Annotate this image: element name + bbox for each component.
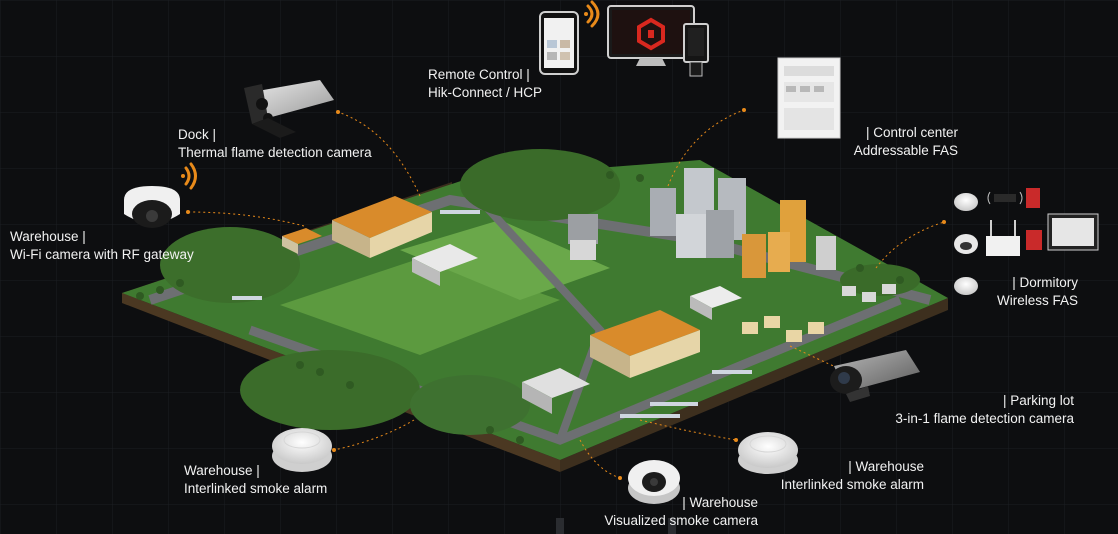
towers-grey [568, 168, 746, 260]
phone-icon [539, 11, 579, 75]
label-control-center-line2: Addressable FAS [853, 143, 958, 158]
parked-cars [232, 210, 752, 418]
hik-logo-icon [637, 17, 665, 51]
connector-control [667, 109, 745, 187]
label-warehouse-wifi-line2: Wi-Fi camera with RF gateway [10, 247, 194, 262]
small-warehouse [282, 228, 322, 254]
label-smoke-left-line2: Interlinked smoke alarm [184, 481, 328, 496]
wifi-turret-camera-icon [124, 186, 180, 228]
label-smoke-right-line2: Interlinked smoke alarm [780, 477, 924, 492]
wireless-gateway-icon [986, 220, 1020, 256]
platform-side-right [560, 298, 948, 472]
label-control-center: | Control center Addressable FAS [854, 124, 958, 160]
warehouse-front [590, 310, 700, 378]
hill-front-left [240, 350, 420, 430]
connector-parking [789, 345, 839, 369]
connector-dormitory [875, 221, 945, 269]
smoke-alarm-left-icon [272, 428, 332, 472]
label-smoke-right: | Warehouse Interlinked smoke alarm [781, 458, 924, 494]
connector-smoke-right [639, 419, 737, 441]
control-display-icon [1047, 213, 1099, 251]
label-parking: | Parking lot 3-in-1 flame detection cam… [895, 392, 1074, 428]
houses [742, 284, 896, 342]
visualized-smoke-camera-icon [628, 460, 680, 504]
fire-control-panel-icon [777, 57, 841, 139]
label-warehouse-wifi: Warehouse | Wi-Fi camera with RF gateway [10, 228, 194, 264]
warehouse-top [332, 196, 432, 258]
label-warehouse-wifi-line1: Warehouse | [10, 229, 86, 244]
building-white-3 [690, 286, 742, 320]
road-cross [477, 197, 605, 442]
wifi-signal-icon [584, 0, 600, 28]
label-remote-control: Remote Control | Hik-Connect / HCP [428, 66, 542, 102]
connector-lines [187, 109, 945, 479]
connector-wifi [187, 211, 305, 227]
label-parking-line2: 3-in-1 flame detection camera [895, 411, 1074, 426]
smoke-detector-icon [954, 193, 978, 211]
trees [136, 171, 904, 444]
label-remote-line2: Hik-Connect / HCP [428, 85, 543, 100]
label-control-center-line1: | Control center [865, 125, 958, 140]
label-remote-line1: Remote Control | [428, 67, 530, 82]
label-visualized-smoke: | Warehouse Visualized smoke camera [604, 494, 758, 530]
hill-left [160, 227, 300, 303]
thermal-camera-icon [244, 80, 334, 138]
building-white-1 [412, 244, 478, 286]
sounder-icon [1026, 230, 1042, 250]
bottom-ticks [556, 518, 676, 534]
label-smoke-right-line1: | Warehouse [848, 459, 924, 474]
label-visualized-line2: Visualized smoke camera [604, 513, 758, 528]
label-parking-line1: | Parking lot [1002, 393, 1074, 408]
connector-endpoints [186, 108, 946, 480]
dock-wifi-signal-icon [181, 162, 197, 190]
label-dock-line2: Thermal flame detection camera [178, 145, 372, 160]
fire-alarm-callpoint-icon [1026, 188, 1040, 208]
connector-smoke-left [333, 419, 415, 451]
tablet-terminal-icon [683, 23, 709, 77]
hill-top [460, 149, 620, 221]
dormitory-devices [954, 188, 1099, 295]
parking-camera-icon [830, 350, 920, 402]
building-white-2 [522, 368, 590, 414]
label-dormitory-line1: | Dormitory [1012, 275, 1078, 290]
label-dock: Dock | Thermal flame detection camera [178, 126, 372, 162]
campus-platform [122, 149, 948, 472]
smoke-detector-small-icon [954, 277, 978, 295]
smoke-alarm-right-icon [738, 432, 798, 474]
label-dormitory-line2: Wireless FAS [996, 293, 1078, 308]
label-dock-line1: Dock | [178, 127, 217, 142]
rf-repeater-icon [987, 191, 1023, 205]
connector-visual [579, 439, 621, 479]
label-dormitory: | Dormitory Wireless FAS [997, 274, 1078, 310]
label-visualized-line1: | Warehouse [682, 495, 758, 510]
label-smoke-left-line1: Warehouse | [184, 463, 260, 478]
hill-front [410, 375, 530, 435]
connector-dock [337, 111, 421, 197]
towers-orange [742, 200, 836, 278]
label-smoke-left: Warehouse | Interlinked smoke alarm [184, 462, 327, 498]
